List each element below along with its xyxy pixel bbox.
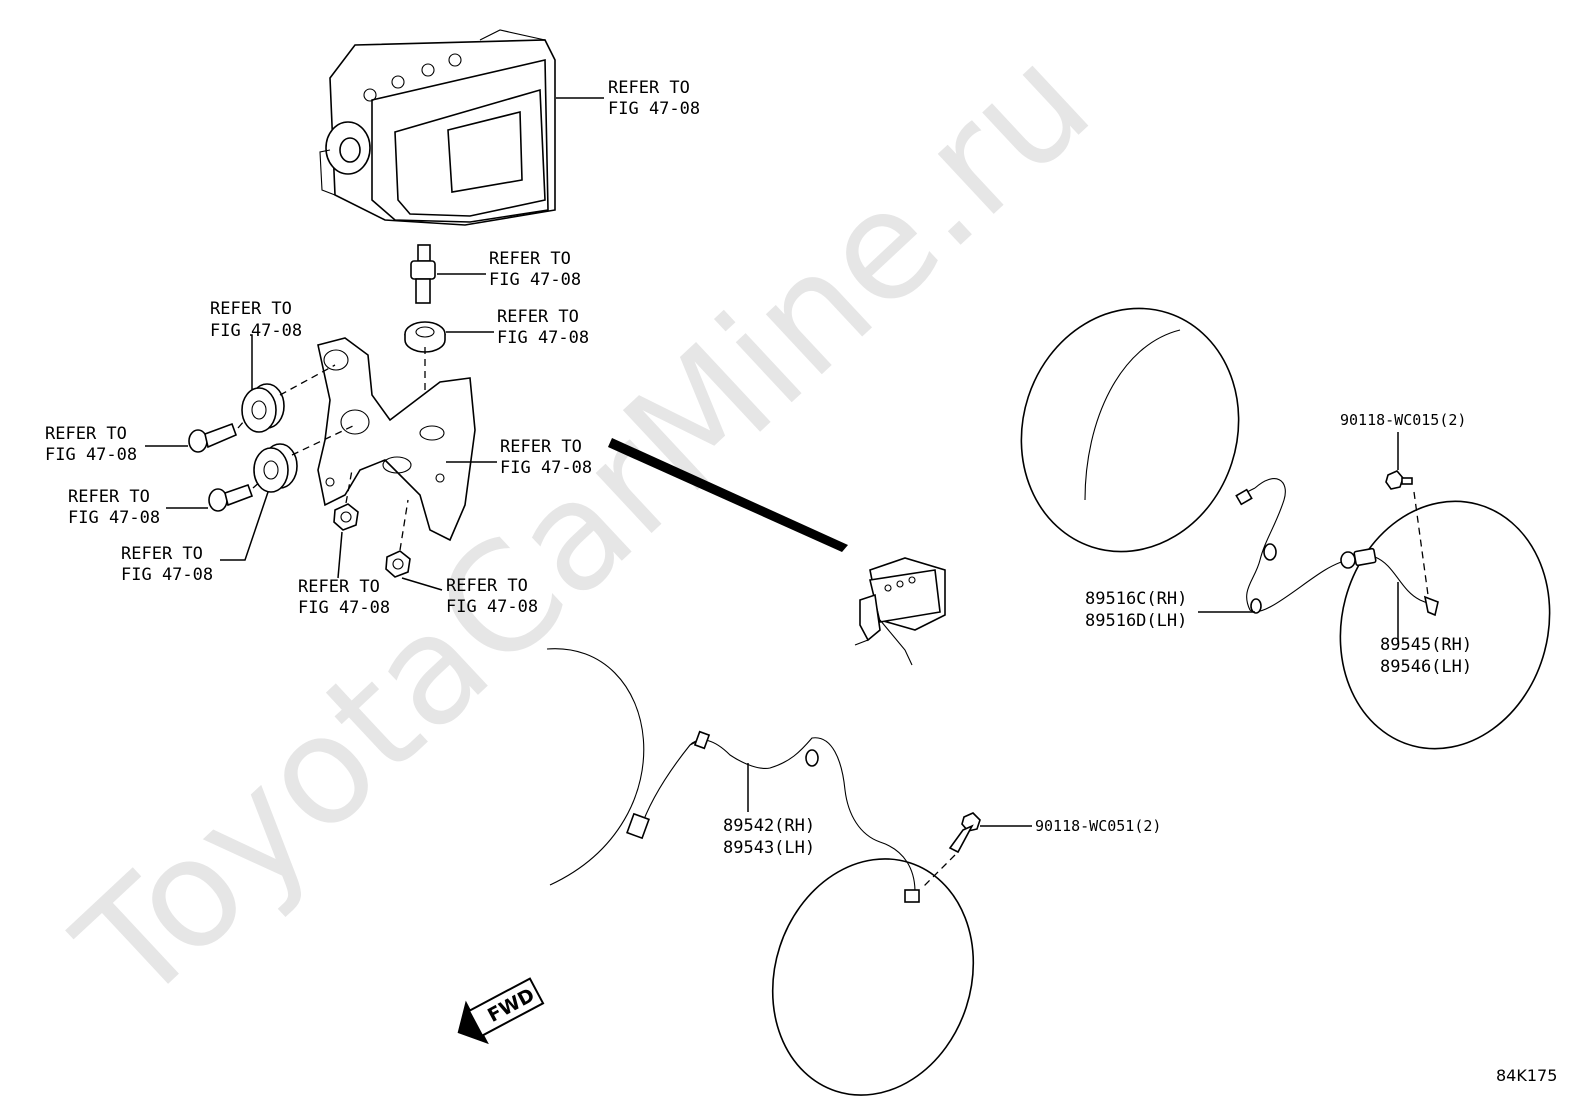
abs-actuator[interactable]	[319, 29, 556, 226]
nut-right[interactable]	[385, 550, 411, 578]
rear-wheel-hub	[1339, 500, 1551, 750]
callout-grommet-line1: REFER TO	[497, 307, 579, 327]
callout-abs-unit-line1: REFER TO	[608, 78, 690, 98]
cushion-lower[interactable]	[253, 443, 298, 493]
front-sensor-lh: 89543(LH)	[723, 838, 815, 858]
stud-bolt[interactable]	[410, 244, 436, 304]
callout-bolt-upper-line1: REFER TO	[45, 424, 127, 444]
actuator-location-thumbnail	[854, 557, 946, 666]
rear-sensor-lh: 89546(LH)	[1380, 657, 1472, 677]
front-wheel-hub	[771, 858, 975, 1096]
watermark: ToyotaCarMine.ru	[45, 15, 1123, 1037]
figure-id: 84K175	[1496, 1066, 1557, 1085]
rear-bolt-part-number: 90118-WC015(2)	[1340, 411, 1466, 429]
bolt-upper[interactable]	[188, 422, 238, 453]
callout-stud-bolt-line2: FIG 47-08	[489, 270, 581, 290]
rear-sensor-rh: 89545(RH)	[1380, 635, 1472, 655]
rear-sensor-bolt[interactable]	[1385, 470, 1413, 490]
callout-nut-left-line1: REFER TO	[298, 577, 380, 597]
front-sensor-harness[interactable]	[626, 730, 920, 903]
callout-cushion-upper-line2: FIG 47-08	[210, 321, 302, 341]
callout-nut-left-line2: FIG 47-08	[298, 598, 390, 618]
callout-bracket-line1: REFER TO	[500, 437, 582, 457]
callout-bolt-upper-line2: FIG 47-08	[45, 445, 137, 465]
nut-left[interactable]	[333, 503, 359, 531]
front-sensor-bolt[interactable]	[948, 812, 981, 854]
callout-cushion-lower-line2: FIG 47-08	[121, 565, 213, 585]
bolt-lower[interactable]	[208, 483, 254, 512]
actuator-bracket[interactable]	[317, 337, 476, 542]
callout-bolt-lower-line2: FIG 47-08	[68, 508, 160, 528]
locator-arrow	[608, 438, 848, 552]
front-bolt-part-number: 90118-WC051(2)	[1035, 817, 1161, 835]
grommet[interactable]	[404, 321, 446, 353]
cushion-upper[interactable]	[241, 383, 285, 433]
rear-speed-sensor[interactable]	[1340, 547, 1439, 617]
callout-nut-right-line1: REFER TO	[446, 576, 528, 596]
callout-nut-right-line2: FIG 47-08	[446, 597, 538, 617]
callout-grommet-line2: FIG 47-08	[497, 328, 589, 348]
rear-tire	[1020, 307, 1240, 553]
front-sensor-rh: 89542(RH)	[723, 816, 815, 836]
callout-bolt-lower-line1: REFER TO	[68, 487, 150, 507]
callout-cushion-upper-line1: REFER TO	[210, 299, 292, 319]
callout-stud-bolt-line1: REFER TO	[489, 249, 571, 269]
rear-harness-lh: 89516D(LH)	[1085, 611, 1187, 631]
rear-sensor-harness[interactable]	[1235, 478, 1361, 614]
front-tire-arc	[546, 648, 645, 886]
rear-harness-rh: 89516C(RH)	[1085, 589, 1187, 609]
fwd-arrow: FWD	[457, 977, 545, 1045]
callout-bracket-line2: FIG 47-08	[500, 458, 592, 478]
callout-cushion-lower-line1: REFER TO	[121, 544, 203, 564]
callout-abs-unit-line2: FIG 47-08	[608, 99, 700, 119]
